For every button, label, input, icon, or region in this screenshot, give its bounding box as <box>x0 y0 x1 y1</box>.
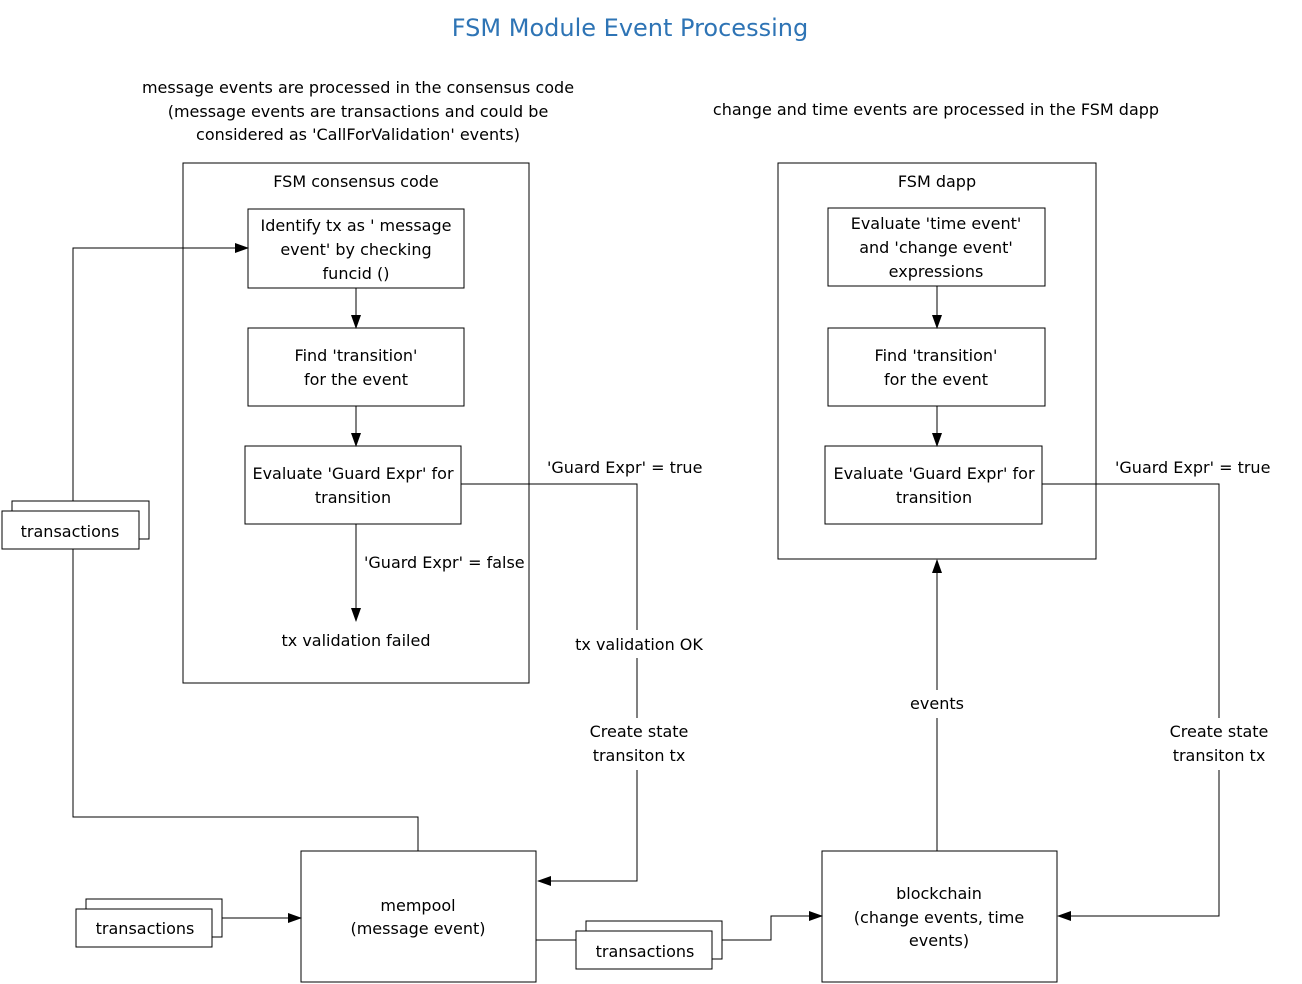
mempool-line-1: mempool <box>380 896 455 915</box>
transactions-stack-bottom-left[interactable]: transactions <box>75 898 223 948</box>
evaluate-guard-box-right[interactable]: Evaluate 'Guard Expr' for transition <box>824 445 1043 525</box>
evaluate-events-box[interactable]: Evaluate 'time event' and 'change event'… <box>827 207 1046 287</box>
evaluate-right-line-1: Evaluate 'Guard Expr' for <box>833 464 1034 483</box>
create-right-line-2: transiton tx <box>1173 746 1266 765</box>
edge-guard-true-left-1 <box>461 483 638 630</box>
edge-mempool-to-transactions-left <box>72 549 419 851</box>
consensus-container-label: FSM consensus code <box>273 172 439 191</box>
identify-box-line-3: funcid () <box>323 264 390 283</box>
create-left-line-1: Create state <box>590 722 689 741</box>
guard-false-label: 'Guard Expr' = false <box>364 553 525 572</box>
evaluate-guard-box-left[interactable]: Evaluate 'Guard Expr' for transition <box>244 445 462 525</box>
blockchain-line-3: events) <box>909 931 969 950</box>
tx-validation-failed: tx validation failed <box>281 631 430 650</box>
dapp-container-label: FSM dapp <box>898 172 976 191</box>
blockchain-box[interactable]: blockchain (change events, time events) <box>821 850 1058 983</box>
identify-box-line-2: event' by checking <box>280 240 431 259</box>
consensus-container <box>182 162 530 684</box>
evaluate-events-line-3: expressions <box>889 262 984 281</box>
note-left-line-1: message events are processed in the cons… <box>142 78 574 97</box>
note-left-line-2: (message events are transactions and cou… <box>168 102 549 121</box>
create-right-line-1: Create state <box>1170 722 1269 741</box>
guard-true-right-label: 'Guard Expr' = true <box>1115 458 1270 477</box>
blockchain-line-2: (change events, time <box>854 908 1024 927</box>
find-right-line-2: for the event <box>884 370 988 389</box>
transactions-stack-left[interactable]: transactions <box>1 500 150 550</box>
guard-true-left-label: 'Guard Expr' = true <box>547 458 702 477</box>
tx-validation-ok-label: tx validation OK <box>575 635 703 654</box>
evaluate-events-line-1: Evaluate 'time event' <box>851 214 1022 233</box>
evaluate-right-line-2: transition <box>896 488 972 507</box>
diagram-title: FSM Module Event Processing <box>452 14 808 42</box>
transactions-stack-bottom-mid[interactable]: transactions <box>575 920 723 970</box>
identify-box[interactable]: Identify tx as ' message event' by check… <box>247 208 465 289</box>
transactions-bottom-left-label: transactions <box>96 919 195 938</box>
evaluate-left-line-2: transition <box>315 488 391 507</box>
find-right-line-1: Find 'transition' <box>875 346 998 365</box>
mempool-line-2: (message event) <box>350 919 485 938</box>
evaluate-left-line-1: Evaluate 'Guard Expr' for <box>252 464 453 483</box>
edge-guard-true-left-3 <box>537 770 638 886</box>
transactions-left-label: transactions <box>21 522 120 541</box>
find-left-line-1: Find 'transition' <box>295 346 418 365</box>
create-left-line-2: transiton tx <box>593 746 686 765</box>
transactions-bottom-mid-label: transactions <box>596 942 695 961</box>
events-label: events <box>910 694 964 713</box>
edge-guard-true-right-1 <box>1042 483 1220 718</box>
find-left-line-2: for the event <box>304 370 408 389</box>
evaluate-events-line-2: and 'change event' <box>859 238 1013 257</box>
edge-transactions-left-to-identify <box>72 243 249 501</box>
mempool-box[interactable]: mempool (message event) <box>300 850 537 983</box>
edge-guard-true-right-2 <box>1057 770 1220 921</box>
edge-transactions-mid-to-blockchain <box>722 911 823 941</box>
blockchain-line-1: blockchain <box>896 884 982 903</box>
identify-box-line-1: Identify tx as ' message <box>261 216 452 235</box>
find-transition-box-left[interactable]: Find 'transition' for the event <box>247 327 465 407</box>
find-transition-box-right[interactable]: Find 'transition' for the event <box>827 327 1046 407</box>
note-left: message events are processed in the cons… <box>142 78 574 144</box>
note-right: change and time events are processed in … <box>713 100 1159 119</box>
note-left-line-3: considered as 'CallForValidation' events… <box>196 125 520 144</box>
